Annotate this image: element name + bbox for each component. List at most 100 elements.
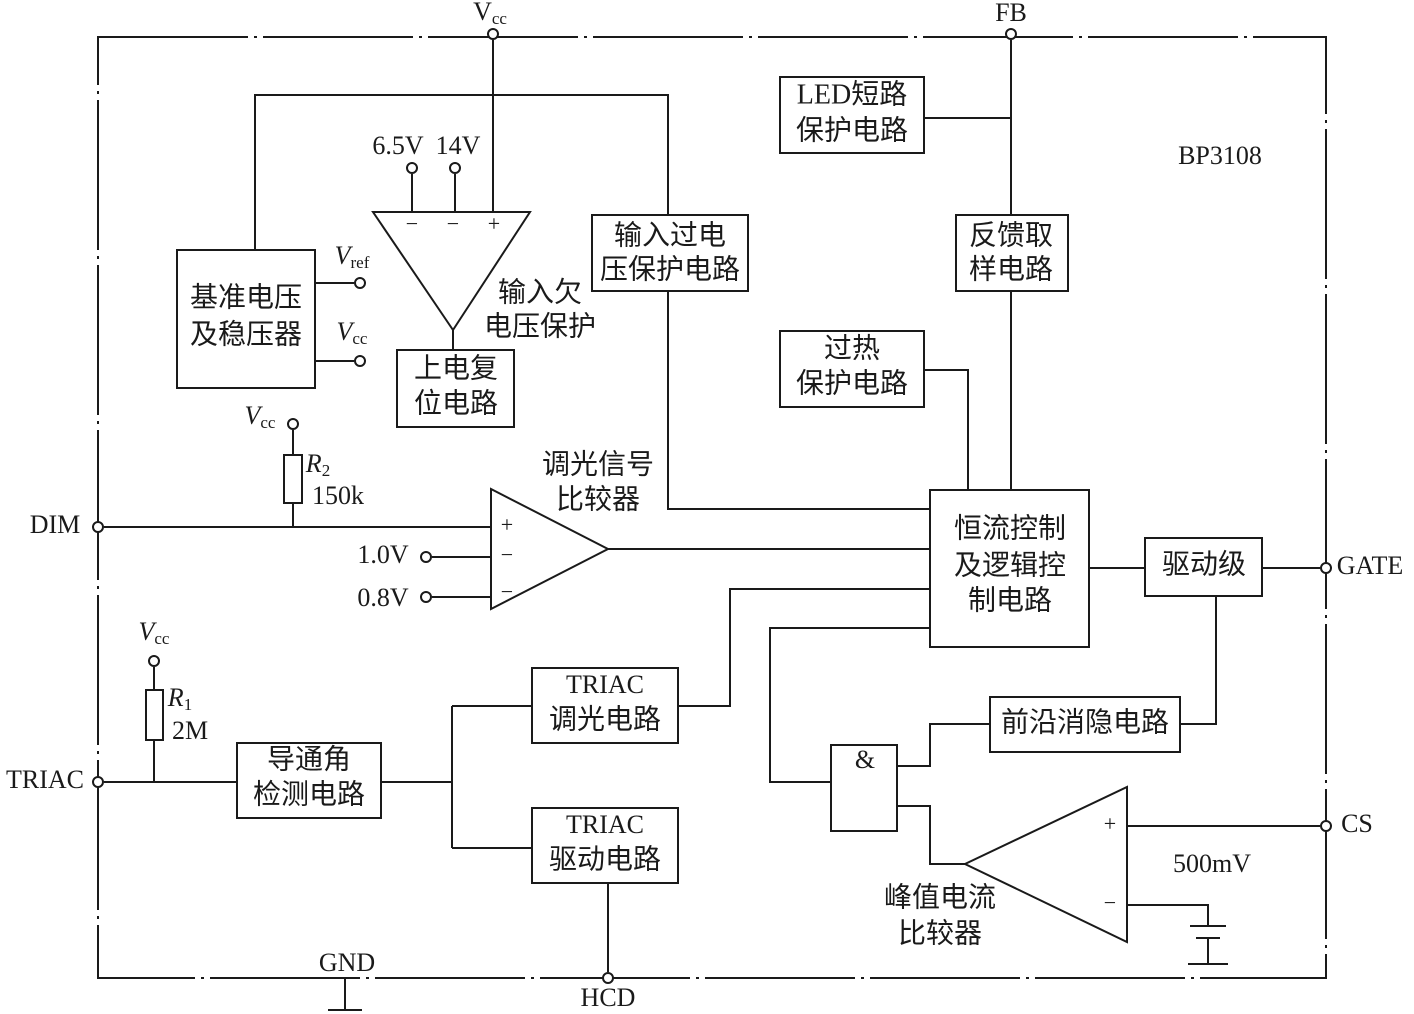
leading-edge-blanking-block [989, 696, 1181, 753]
dimcomp-label-line-1: 调光信号 [542, 448, 654, 480]
feedback-line-2: 样电路 [969, 253, 1053, 285]
pin-gate-terminal [1320, 562, 1332, 574]
control-logic-block [929, 489, 1090, 648]
peak-reference-label: 500mV [1173, 849, 1251, 878]
uvp-input-minus-2: − [447, 211, 459, 236]
triac-dimming-block [531, 667, 679, 744]
uvp-label-line-2: 电压保护 [484, 310, 596, 342]
power-on-reset-line-1: 上电复 [414, 352, 498, 384]
control-logic-line-1: 恒流控制 [954, 512, 1066, 544]
vcc-out-label: Vcc [337, 317, 368, 348]
wires [104, 40, 1320, 1010]
power-on-reset-block [396, 349, 515, 428]
undervoltage-comparator [371, 211, 532, 332]
and-gate-symbol: & [855, 745, 875, 774]
otp-line-2: 保护电路 [796, 367, 908, 399]
conduction-angle-detector-block [236, 742, 382, 819]
ref-1v0-label: 1.0V [357, 540, 409, 569]
triac-driver-line-1: TRIAC [566, 810, 644, 839]
r1-value: 2M [172, 716, 208, 745]
threshold-14v-terminal [449, 162, 461, 174]
r1-vcc-label: Vcc [139, 617, 170, 648]
peak-label-line-1: 峰值电流 [884, 881, 996, 913]
r2-vcc-terminal [287, 418, 299, 430]
detector-line-2: 检测电路 [253, 778, 365, 810]
triac-dimming-line-1: TRIAC [566, 670, 644, 699]
resistor-r2 [283, 454, 303, 504]
wire-peak-to-and [897, 805, 965, 865]
r1-designator: R1 [167, 683, 192, 714]
triac-dimming-line-2: 调光电路 [549, 703, 661, 735]
pin-fb-terminal [1005, 28, 1017, 40]
pin-dim-label: DIM [30, 510, 81, 539]
reference-regulator-block [176, 249, 316, 389]
peak-current-comparator [962, 785, 1128, 944]
otp-line-1: 过热 [824, 332, 880, 364]
reference-regulator-line-2: 及稳压器 [190, 318, 302, 350]
chip-part-number: BP3108 [1178, 141, 1262, 170]
wire-ovp-to-control [667, 291, 930, 510]
reference-regulator-line-1: 基准电压 [190, 281, 302, 313]
uvp-input-minus-1: − [406, 211, 418, 236]
dim-input-minus-2: − [501, 579, 513, 604]
overvoltage-protection-block [591, 214, 749, 292]
feedback-sampling-block [955, 214, 1069, 292]
wire-triacdim-to-control [678, 588, 930, 707]
threshold-6v5-terminal [406, 162, 418, 174]
control-logic-line-2: 及逻辑控 [954, 549, 1066, 581]
wire-reference-to-ovp [254, 94, 669, 250]
pin-hcd-label: HCD [581, 983, 636, 1012]
pin-dim-terminal [92, 521, 104, 533]
triac-driver-block [531, 807, 679, 884]
pin-fb-label: FB [995, 0, 1027, 27]
wire-detector-split [381, 705, 532, 849]
control-logic-line-3: 制电路 [968, 584, 1052, 616]
ref-1v0-terminal [420, 551, 432, 563]
dim-input-minus-1: − [501, 542, 513, 567]
triac-driver-line-2: 驱动电路 [549, 843, 661, 875]
chip-boundary [97, 36, 1327, 979]
led-short-line-1: LED短路 [797, 78, 907, 110]
ref-0v8-terminal [420, 591, 432, 603]
pin-gate-label: GATE [1337, 551, 1403, 580]
peak-label-line-2: 比较器 [898, 917, 982, 949]
r2-designator: R2 [305, 449, 330, 480]
r2-value: 150k [312, 481, 364, 510]
r2-vcc-label: Vcc [245, 401, 276, 432]
peak-input-plus: + [1104, 811, 1116, 836]
peak-input-minus: − [1104, 890, 1116, 915]
pin-hcd-terminal [602, 972, 614, 984]
pin-terminals [92, 28, 1332, 984]
wire-500mv [1127, 904, 1209, 926]
pin-gnd-label: GND [319, 948, 375, 977]
pin-triac-label: TRIAC [6, 765, 84, 794]
wire-otp [924, 369, 969, 490]
overtemp-protection-block [779, 330, 925, 408]
vref-label: Vref [335, 241, 370, 272]
wire-driver-to-leb [1180, 596, 1217, 725]
pin-cs-terminal [1320, 820, 1332, 832]
pin-vcc-label: Vcc [473, 0, 507, 28]
voltage-source-500mv [1188, 925, 1228, 965]
driver-stage-label: 驱动级 [1162, 548, 1246, 580]
resistor-r1 [145, 689, 164, 741]
r1-vcc-terminal [148, 655, 160, 667]
uvp-label-line-1: 输入欠 [498, 276, 582, 308]
led-short-line-2: 保护电路 [796, 114, 908, 146]
wire-and-to-control [769, 627, 930, 783]
ref-0v8-label: 0.8V [357, 583, 409, 612]
threshold-6v5-label: 6.5V [372, 131, 424, 160]
vref-terminal [354, 277, 366, 289]
dimcomp-label-line-2: 比较器 [556, 483, 640, 515]
vcc-out-terminal [354, 355, 366, 367]
and-gate [830, 744, 898, 832]
wire-leb-to-and [897, 723, 990, 767]
uvp-input-plus: + [488, 211, 500, 236]
power-on-reset-line-2: 位电路 [414, 387, 498, 419]
detector-line-1: 导通角 [267, 743, 351, 775]
threshold-14v-label: 14V [436, 131, 481, 160]
pin-triac-terminal [92, 776, 104, 788]
pin-vcc-terminal [487, 28, 499, 40]
feedback-line-1: 反馈取 [969, 219, 1053, 251]
